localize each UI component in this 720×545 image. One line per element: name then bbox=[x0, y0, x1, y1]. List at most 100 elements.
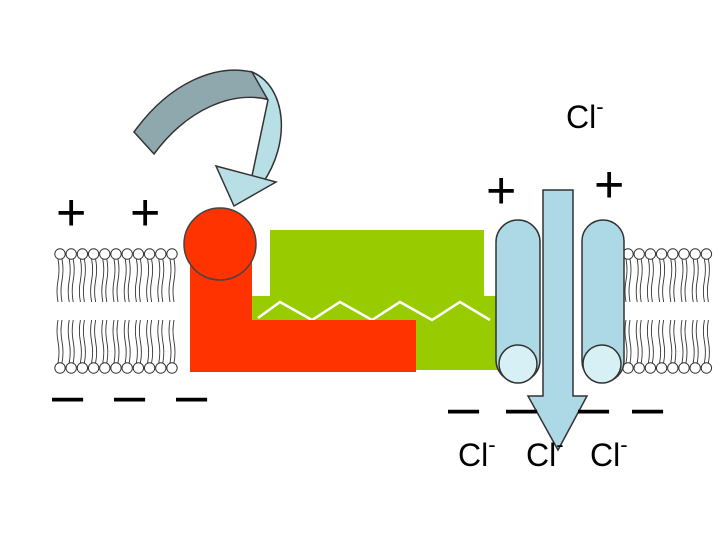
minus-sign: – bbox=[114, 363, 146, 426]
phospholipid-tail bbox=[112, 319, 116, 364]
phospholipid-tail bbox=[123, 258, 127, 303]
phospholipid-tail bbox=[60, 319, 64, 364]
phospholipid-tail bbox=[628, 258, 632, 303]
phospholipid-tail bbox=[60, 258, 64, 303]
phospholipid-tail bbox=[650, 258, 654, 303]
phospholipid bbox=[76, 319, 89, 374]
phospholipid-tail bbox=[168, 258, 172, 303]
phospholipid-head bbox=[65, 362, 77, 374]
phospholipid-tail bbox=[123, 319, 127, 364]
phospholipid-tail bbox=[168, 319, 172, 364]
phospholipid bbox=[155, 248, 167, 303]
phospholipid bbox=[155, 319, 167, 374]
lipid-bilayer-left bbox=[54, 248, 178, 374]
phospholipid-head bbox=[667, 362, 679, 374]
phospholipid-tail bbox=[702, 319, 706, 364]
phospholipid bbox=[87, 319, 100, 374]
phospholipid-tail bbox=[635, 258, 639, 303]
phospholipid bbox=[644, 248, 657, 303]
phospholipid-tail bbox=[662, 319, 666, 364]
ion-charge: - bbox=[556, 432, 563, 457]
phospholipid-tail bbox=[684, 258, 688, 303]
phospholipid-head bbox=[54, 362, 66, 374]
phospholipid-tail bbox=[90, 258, 94, 303]
phospholipid-tail bbox=[646, 258, 650, 303]
phospholipid-tail bbox=[646, 319, 650, 364]
ion-symbol: Cl bbox=[566, 99, 596, 135]
phospholipid-head bbox=[633, 248, 645, 260]
phospholipid bbox=[667, 319, 679, 374]
phospholipid-tail bbox=[78, 258, 82, 303]
phospholipid-tail bbox=[71, 258, 75, 303]
channel-subunit-left-end bbox=[498, 344, 538, 384]
phospholipid-head bbox=[166, 248, 178, 260]
phospholipid-head bbox=[678, 362, 690, 374]
minus-sign: – bbox=[632, 375, 664, 438]
phospholipid-head bbox=[143, 248, 156, 260]
phospholipid-tail bbox=[67, 258, 71, 303]
plus-sign: + bbox=[486, 162, 516, 220]
phospholipid-head bbox=[644, 248, 657, 260]
green-protein-top bbox=[270, 230, 484, 302]
phospholipid bbox=[54, 319, 66, 374]
phospholipid bbox=[678, 248, 690, 303]
phospholipid-head bbox=[110, 362, 122, 374]
receptor-foot bbox=[190, 320, 416, 372]
phospholipid-head bbox=[65, 248, 77, 260]
channel-subunit-right-end bbox=[582, 344, 622, 384]
receptor-ball bbox=[183, 207, 257, 281]
phospholipid-head bbox=[655, 362, 668, 374]
phospholipid-tail bbox=[90, 319, 94, 364]
phospholipid-tail bbox=[157, 258, 161, 303]
curved-arrow-head bbox=[214, 164, 278, 208]
phospholipid-tail bbox=[650, 319, 654, 364]
phospholipid-tail bbox=[105, 258, 109, 303]
phospholipid-tail bbox=[172, 319, 176, 364]
phospholipid bbox=[54, 248, 66, 303]
phospholipid-head bbox=[155, 248, 167, 260]
phospholipid-tail bbox=[662, 258, 666, 303]
minus-sign: – bbox=[578, 375, 610, 438]
phospholipid-tail bbox=[146, 258, 150, 303]
phospholipid bbox=[622, 319, 634, 374]
phospholipid-head bbox=[689, 248, 701, 260]
phospholipid-tail bbox=[706, 258, 710, 303]
phospholipid bbox=[633, 248, 645, 303]
phospholipid-tail bbox=[658, 258, 662, 303]
phospholipid bbox=[655, 319, 668, 374]
phospholipid bbox=[121, 319, 133, 374]
minus-sign: – bbox=[448, 375, 480, 438]
phospholipid-tail bbox=[56, 319, 60, 364]
ion-symbol: Cl bbox=[458, 437, 488, 473]
phospholipid bbox=[655, 248, 668, 303]
phospholipid bbox=[166, 248, 178, 303]
phospholipid-tail bbox=[138, 258, 142, 303]
phospholipid bbox=[633, 319, 645, 374]
phospholipid-head bbox=[166, 362, 178, 374]
phospholipid bbox=[689, 248, 701, 303]
phospholipid bbox=[644, 319, 657, 374]
phospholipid-tail bbox=[628, 319, 632, 364]
phospholipid-tail bbox=[695, 258, 699, 303]
phospholipid-tail bbox=[134, 258, 138, 303]
phospholipid-tail bbox=[82, 319, 86, 364]
phospholipid-head bbox=[121, 248, 133, 260]
phospholipid-tail bbox=[172, 258, 176, 303]
phospholipid-tail bbox=[67, 319, 71, 364]
minus-sign: – bbox=[52, 363, 84, 426]
phospholipid-head bbox=[121, 362, 133, 374]
chloride-ion-label: Cl- bbox=[458, 432, 496, 473]
phospholipid-tail bbox=[669, 258, 673, 303]
phospholipid-tail bbox=[134, 319, 138, 364]
phospholipid-head bbox=[99, 248, 111, 260]
phospholipid bbox=[689, 319, 701, 374]
phospholipid bbox=[143, 248, 156, 303]
phospholipid-tail bbox=[127, 319, 131, 364]
phospholipid-head bbox=[87, 362, 100, 374]
ion-charge: - bbox=[620, 432, 627, 457]
phospholipid-tail bbox=[101, 258, 105, 303]
receptor bbox=[183, 207, 416, 372]
phospholipid bbox=[121, 248, 133, 303]
